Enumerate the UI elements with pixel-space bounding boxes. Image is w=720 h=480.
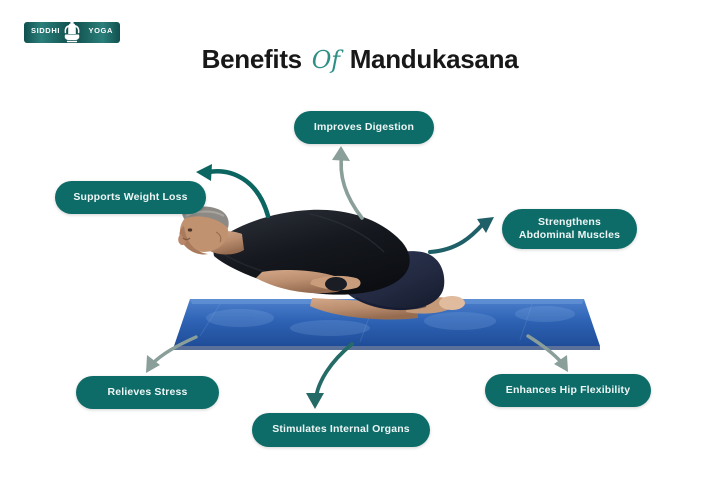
mandukasana-pose-photo: [174, 206, 600, 350]
logo-text-yoga: YOGA: [88, 26, 113, 35]
siddhi-yoga-logo[interactable]: SIDDHI YOGA: [24, 16, 120, 46]
logo-text-siddhi: SIDDHI: [31, 26, 61, 35]
benefit-badge-strengthens-abdominal-muscles[interactable]: Strengthens Abdominal Muscles: [502, 209, 637, 249]
benefit-badge-supports-weight-loss[interactable]: Supports Weight Loss: [55, 181, 206, 214]
arms: [256, 270, 361, 294]
meditating-yogi-icon: [64, 16, 80, 43]
title-part-benefits: Benefits: [201, 44, 302, 74]
benefit-badge-enhances-hip-flexibility[interactable]: Enhances Hip Flexibility: [485, 374, 651, 407]
title-part-pose-name: Mandukasana: [349, 44, 519, 74]
title-connector-of: Of: [311, 46, 340, 74]
benefit-badge-stimulates-internal-organs[interactable]: Stimulates Internal Organs: [252, 413, 430, 447]
benefit-badge-relieves-stress[interactable]: Relieves Stress: [76, 376, 219, 409]
benefit-badge-improves-digestion[interactable]: Improves Digestion: [294, 111, 434, 144]
page-title: Benefits Of Mandukasana: [0, 44, 720, 75]
